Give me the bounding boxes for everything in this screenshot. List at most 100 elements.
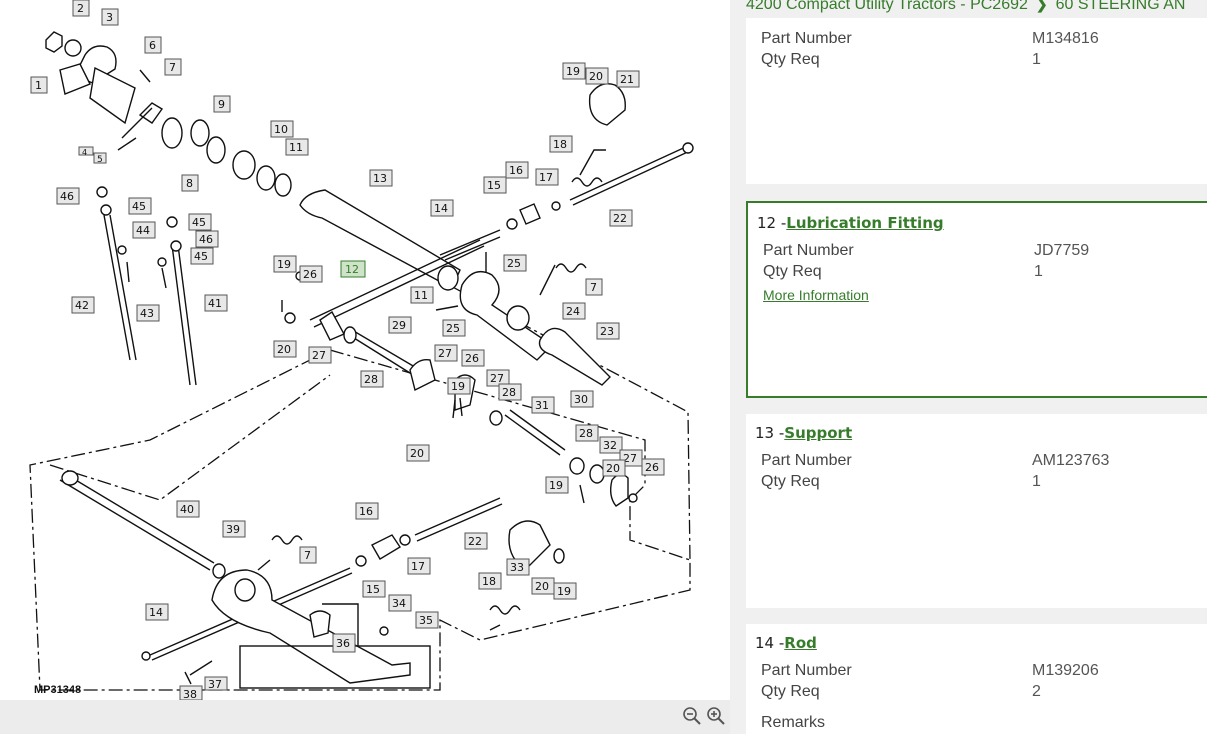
callout-17b[interactable]: 17	[407, 557, 431, 575]
callout-14[interactable]: 14	[430, 199, 454, 217]
callout-38[interactable]: 38	[179, 685, 203, 700]
callout-39[interactable]: 39	[222, 520, 246, 538]
callout-34[interactable]: 34	[388, 594, 412, 612]
svg-text:2: 2	[77, 2, 84, 15]
svg-text:11: 11	[289, 141, 303, 154]
callout-44[interactable]: 44	[132, 221, 156, 239]
callout-7c[interactable]: 7	[299, 546, 317, 564]
callout-20[interactable]: 20	[585, 67, 609, 85]
part-card-selected[interactable]: 12 -Lubrication Fitting Part Number JD77…	[746, 201, 1207, 398]
callout-28b[interactable]: 28	[498, 383, 522, 401]
callout-13[interactable]: 13	[369, 169, 393, 187]
callout-45b[interactable]: 45	[188, 213, 212, 231]
callout-33[interactable]: 33	[506, 558, 530, 576]
callout-20b[interactable]: 20	[273, 340, 297, 358]
callout-45c[interactable]: 45	[190, 247, 214, 265]
callout-42[interactable]: 42	[71, 296, 95, 314]
callout-25[interactable]: 25	[503, 254, 527, 272]
callout-6[interactable]: 6	[144, 36, 162, 54]
svg-text:44: 44	[136, 224, 150, 237]
callout-37[interactable]: 37	[204, 676, 228, 691]
callout-12[interactable]: 12	[340, 260, 366, 278]
svg-text:24: 24	[566, 305, 580, 318]
callout-36[interactable]: 36	[332, 633, 356, 653]
callout-1[interactable]: 1	[30, 76, 48, 94]
callout-11[interactable]: 11	[285, 138, 309, 156]
zoom-out-icon[interactable]	[682, 706, 702, 726]
callout-31[interactable]: 31	[531, 396, 555, 414]
svg-text:28: 28	[364, 373, 378, 386]
callout-46b[interactable]: 46	[195, 230, 219, 248]
callout-19[interactable]: 19	[562, 62, 586, 80]
callout-10[interactable]: 10	[270, 120, 294, 138]
remarks-label: Remarks	[761, 714, 826, 731]
callout-26c[interactable]: 26	[641, 458, 665, 476]
callout-30[interactable]: 30	[570, 390, 594, 408]
part-card[interactable]: 14 -Rod Part Number M139206 Qty Req 2 Re…	[746, 624, 1207, 734]
parts-diagram-panel[interactable]: 1 2 3 4 5 6 7 8 9 10 11 12 13 14 15 16 1…	[0, 0, 730, 700]
callout-11b[interactable]: 11	[410, 286, 434, 304]
more-information-link[interactable]: More Information	[763, 287, 869, 303]
callout-23[interactable]: 23	[596, 322, 620, 340]
callout-19d[interactable]: 19	[545, 476, 569, 494]
callout-20c[interactable]: 20	[406, 444, 430, 462]
part-card[interactable]: 13 -Support Part Number AM123763 Qty Req…	[746, 414, 1207, 608]
exploded-parts-diagram[interactable]: 1 2 3 4 5 6 7 8 9 10 11 12 13 14 15 16 1…	[0, 0, 730, 700]
callout-43[interactable]: 43	[136, 304, 160, 322]
breadcrumb-model[interactable]: 4200 Compact Utility Tractors - PC2692	[746, 0, 1028, 13]
breadcrumb: 4200 Compact Utility Tractors - PC2692❯6…	[746, 0, 1185, 14]
callout-28[interactable]: 28	[360, 370, 384, 388]
callout-5[interactable]: 5	[93, 152, 107, 165]
svg-text:8: 8	[186, 177, 193, 190]
callout-7b[interactable]: 7	[585, 278, 603, 296]
part-number-value: M139206	[1032, 662, 1099, 679]
callout-28c[interactable]: 28	[575, 424, 599, 442]
callout-17[interactable]: 17	[535, 168, 559, 186]
callout-35[interactable]: 35	[415, 611, 439, 629]
svg-text:38: 38	[183, 688, 197, 700]
callout-18b[interactable]: 18	[478, 572, 502, 590]
callout-18[interactable]: 18	[549, 135, 573, 153]
callout-41[interactable]: 41	[204, 294, 228, 312]
zoom-in-icon[interactable]	[706, 706, 726, 726]
breadcrumb-section[interactable]: 60 STEERING AN	[1055, 0, 1186, 13]
callout-20d[interactable]: 20	[602, 459, 626, 477]
callout-8[interactable]: 8	[181, 174, 199, 192]
callout-22b[interactable]: 22	[464, 532, 488, 550]
callout-27b[interactable]: 27	[434, 344, 458, 362]
callout-9[interactable]: 9	[213, 95, 231, 113]
callout-25b[interactable]: 25	[442, 319, 466, 337]
callout-46[interactable]: 46	[56, 187, 80, 205]
part-name-link[interactable]: Lubrication Fitting	[786, 214, 944, 232]
callout-19c[interactable]: 19	[447, 377, 471, 395]
callout-4[interactable]: 4	[78, 146, 94, 157]
callout-26b[interactable]: 26	[461, 349, 485, 367]
callout-22[interactable]: 22	[609, 209, 633, 227]
callout-29[interactable]: 29	[388, 316, 412, 334]
callout-20e[interactable]: 20	[531, 577, 555, 595]
callout-15b[interactable]: 15	[362, 580, 386, 598]
svg-text:4: 4	[82, 148, 87, 157]
callout-32[interactable]: 32	[599, 436, 623, 454]
callout-26[interactable]: 26	[299, 265, 323, 283]
callout-19e[interactable]: 19	[553, 582, 577, 600]
svg-text:20: 20	[535, 580, 549, 593]
part-name-link[interactable]: Support	[784, 424, 853, 442]
callout-27c[interactable]: 27	[486, 369, 510, 387]
callout-16b[interactable]: 16	[355, 502, 379, 520]
callout-24[interactable]: 24	[562, 302, 586, 320]
callout-19b[interactable]: 19	[273, 255, 297, 273]
part-name-link[interactable]: Rod	[784, 634, 817, 652]
svg-text:26: 26	[465, 352, 479, 365]
callout-2[interactable]: 2	[72, 0, 90, 17]
callout-14b[interactable]: 14	[145, 603, 169, 621]
callout-7[interactable]: 7	[164, 58, 182, 76]
diagram-toolbar	[0, 700, 730, 734]
callout-15[interactable]: 15	[483, 176, 507, 194]
callout-16[interactable]: 16	[505, 161, 529, 179]
callout-3[interactable]: 3	[101, 8, 119, 26]
callout-40[interactable]: 40	[176, 500, 200, 518]
callout-27[interactable]: 27	[308, 346, 332, 364]
callout-45[interactable]: 45	[128, 197, 152, 215]
callout-21[interactable]: 21	[616, 70, 640, 88]
